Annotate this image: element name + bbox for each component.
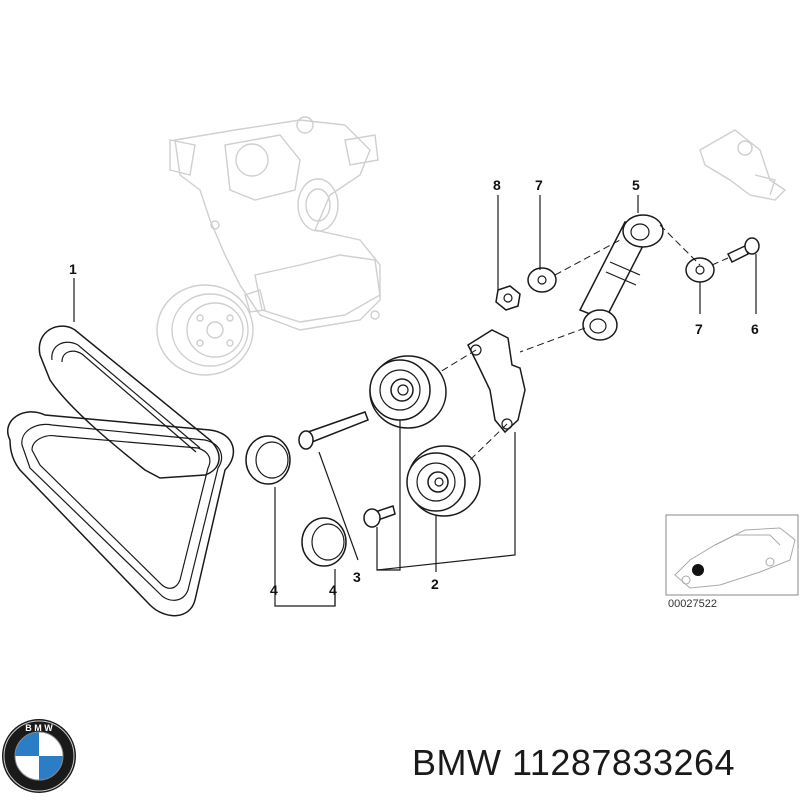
part-label: BMW 11287833264 (412, 742, 735, 784)
location-marker (692, 564, 704, 576)
brand-name: BMW (412, 742, 502, 783)
callout-3: 3 (353, 569, 361, 585)
assembly-lines (439, 224, 729, 461)
washer-upper (527, 267, 557, 293)
callout-1: 1 (69, 261, 77, 277)
callout-4-left: 4 (270, 582, 278, 598)
callout-8: 8 (493, 177, 501, 193)
tensioner-bolt (726, 237, 760, 264)
ribbed-v-belt (7, 325, 235, 617)
idler-pulley-upper (369, 355, 447, 429)
idler-pulley-lower (406, 445, 481, 517)
dust-cap-upper (245, 435, 291, 485)
water-pump-ghost (169, 116, 381, 331)
part-number: 11287833264 (512, 742, 736, 783)
bmw-logo: B M W (2, 719, 76, 793)
callout-7-right: 7 (695, 321, 703, 337)
short-bolt (363, 505, 396, 528)
tensioner-bracket (467, 329, 526, 434)
diagram-reference-code: 00027522 (668, 598, 717, 610)
callout-5: 5 (632, 177, 640, 193)
leader-lines (73, 195, 757, 607)
washer-right (685, 257, 715, 283)
belt-tensioner-strut (578, 214, 664, 341)
long-bolt (298, 411, 369, 450)
callout-7-upper: 7 (535, 177, 543, 193)
callout-4-right: 4 (329, 582, 337, 598)
mounting-bracket-ghost (699, 129, 787, 201)
crankshaft-pulley-ghost (156, 284, 254, 376)
vehicle-location-thumbnail (665, 514, 799, 596)
logo-quadrant (39, 756, 63, 780)
callout-2: 2 (431, 576, 439, 592)
logo-quadrant (15, 732, 39, 756)
callout-6: 6 (751, 321, 759, 337)
logo-text: B M W (25, 723, 53, 733)
dust-cap-lower (301, 517, 347, 567)
hex-nut (495, 285, 521, 311)
